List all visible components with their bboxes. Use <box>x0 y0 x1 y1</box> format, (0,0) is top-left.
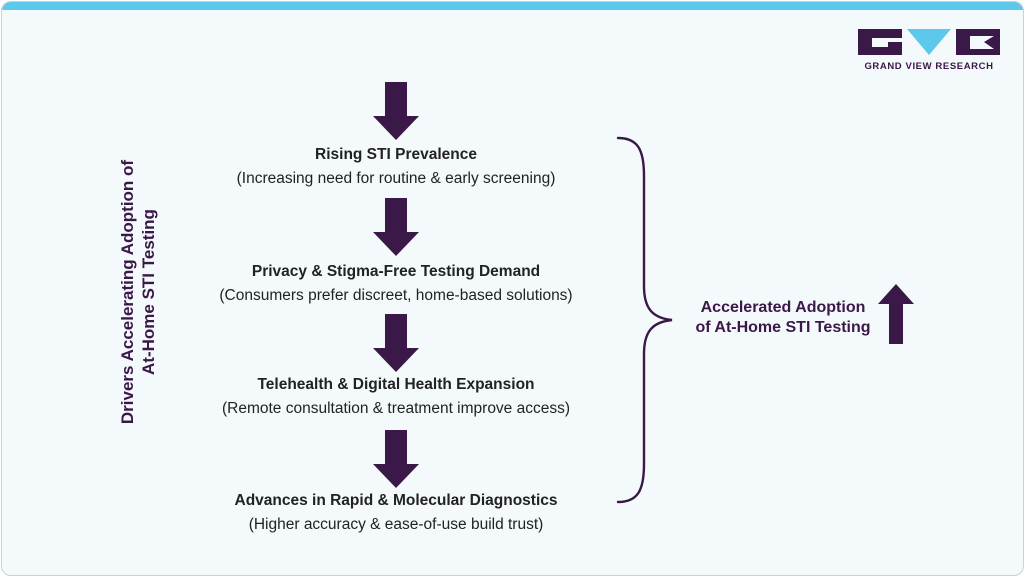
curly-brace-icon <box>616 136 673 504</box>
driver-step-title: Privacy & Stigma-Free Testing Demand <box>251 263 541 280</box>
brand-logo: GRAND VIEW RESEARCH <box>858 29 1000 73</box>
driver-step-3: Telehealth & Digital Health Expansion (R… <box>172 375 620 419</box>
result-line-2: of At-Home STI Testing <box>695 319 871 336</box>
drivers-label-line-2: At-Home STI Testing <box>139 209 158 375</box>
driver-step-4: Advances in Rapid & Molecular Diagnostic… <box>172 491 620 535</box>
result-line-1: Accelerated Adoption <box>700 299 866 316</box>
driver-step-title: Advances in Rapid & Molecular Diagnostic… <box>234 492 558 509</box>
driver-step-subtitle: (Increasing need for routine & early scr… <box>236 170 556 187</box>
driver-step-title: Rising STI Prevalence <box>315 146 477 163</box>
drivers-vertical-label: Drivers Accelerating Adoption of At-Home… <box>117 122 159 462</box>
driver-step-2: Privacy & Stigma-Free Testing Demand (Co… <box>172 262 620 306</box>
driver-step-title: Telehealth & Digital Health Expansion <box>257 376 535 393</box>
down-arrow-icon <box>373 82 419 140</box>
drivers-label-line-1: Drivers Accelerating Adoption of <box>118 159 137 425</box>
down-arrow-icon <box>373 198 419 256</box>
grand-view-research-logo-icon <box>858 29 1000 55</box>
top-accent-bar <box>2 2 1023 10</box>
driver-step-subtitle: (Higher accuracy & ease-of-use build tru… <box>248 516 544 533</box>
driver-step-subtitle: (Consumers prefer discreet, home-based s… <box>219 287 573 304</box>
brand-name: GRAND VIEW RESEARCH <box>864 61 994 72</box>
up-arrow-icon <box>878 284 914 344</box>
driver-step-1: Rising STI Prevalence (Increasing need f… <box>172 145 620 189</box>
result-label: Accelerated Adoption of At-Home STI Test… <box>674 298 892 338</box>
down-arrow-icon <box>373 430 419 488</box>
down-arrow-icon <box>373 314 419 372</box>
driver-step-subtitle: (Remote consultation & treatment improve… <box>221 400 571 417</box>
